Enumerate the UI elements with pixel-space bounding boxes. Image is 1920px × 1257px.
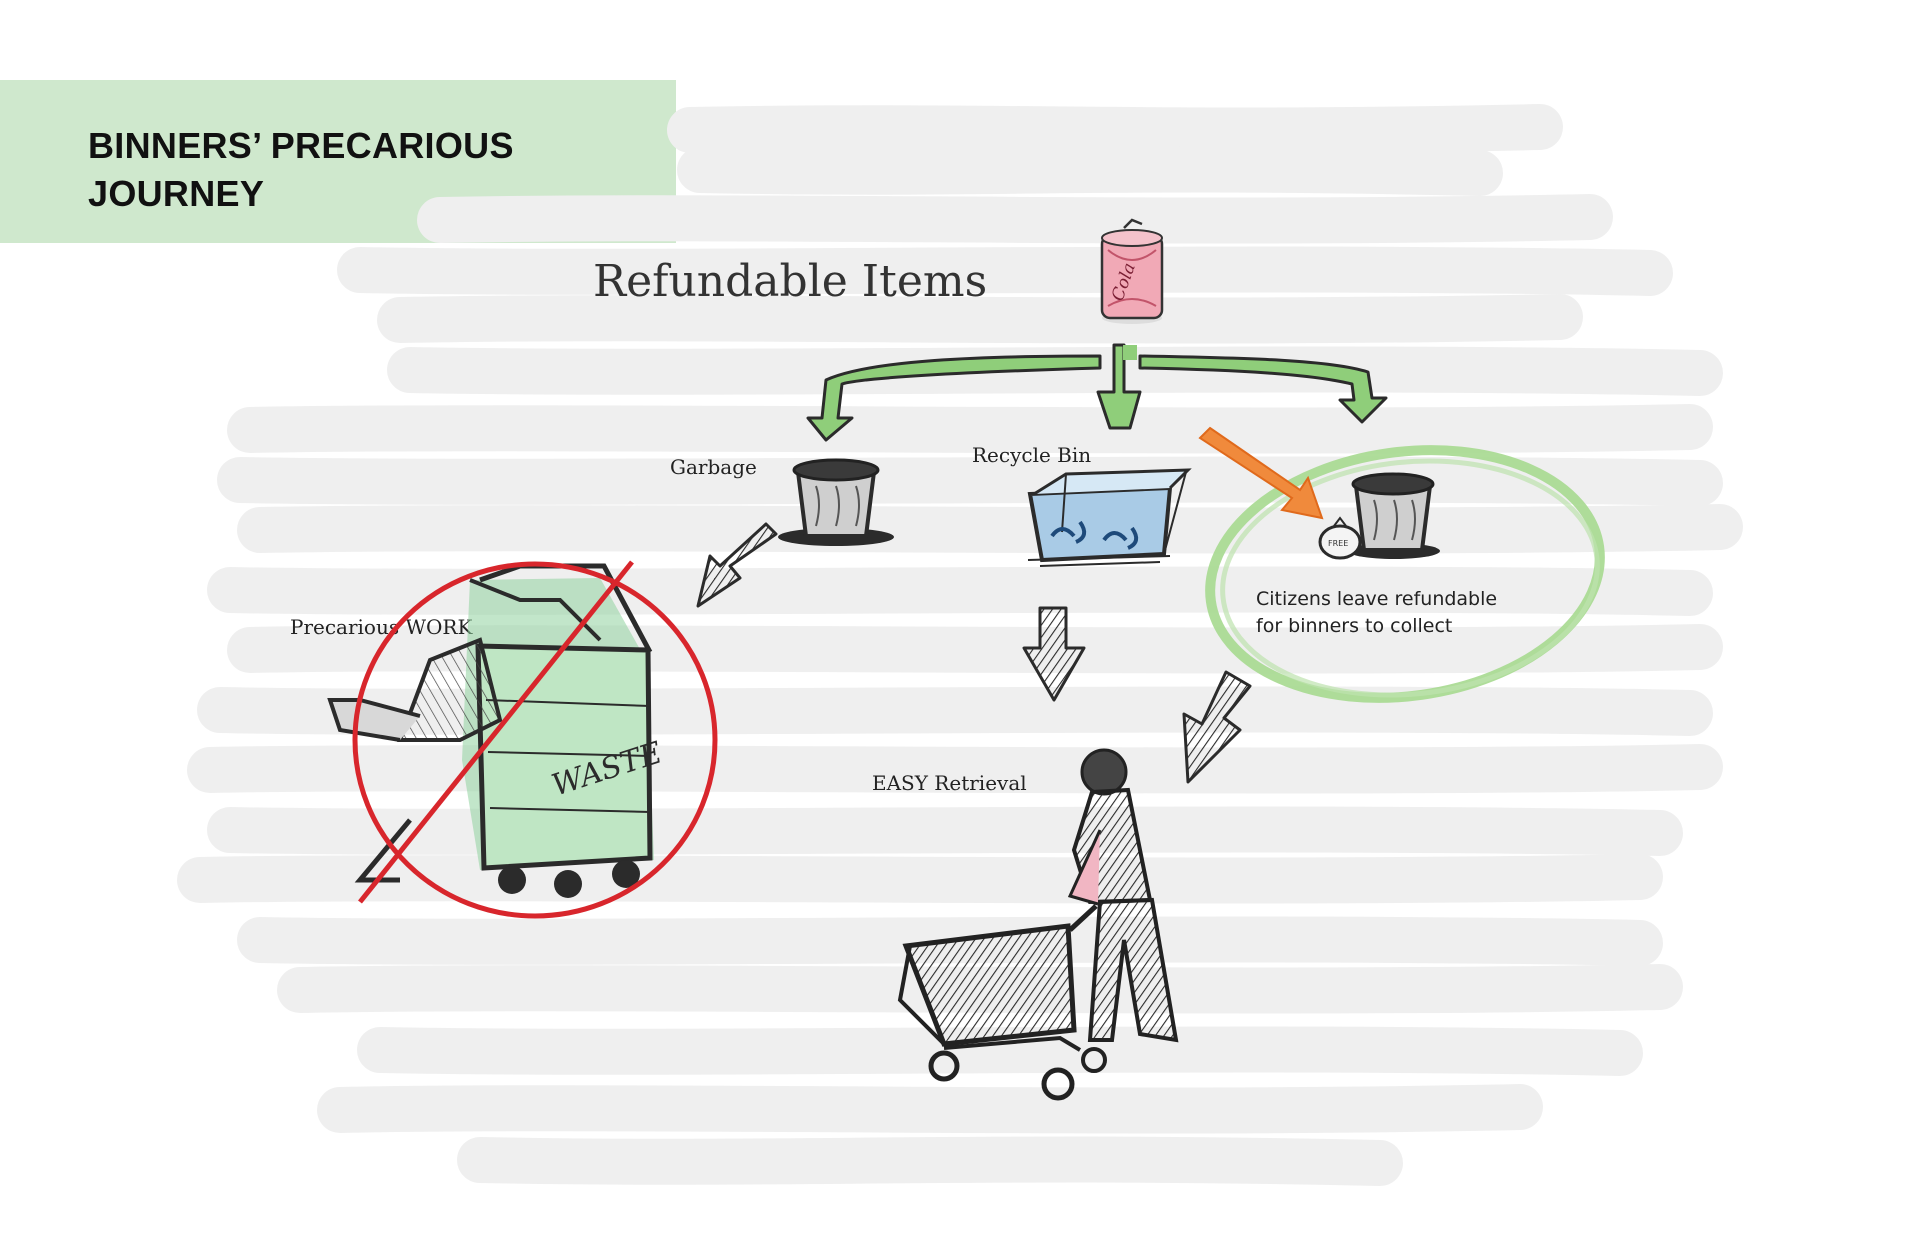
background-stroke — [337, 246, 1673, 296]
orange-pointer-arrow — [1198, 426, 1324, 520]
garbage-can-icon — [778, 458, 894, 546]
background-stroke — [227, 404, 1713, 454]
arrow-recycle-to-easy — [1022, 606, 1086, 702]
background-stroke — [207, 566, 1713, 616]
easy-retrieval-label: EASY Retrieval — [872, 771, 1027, 795]
precarious-work-label: Precarious WORK — [290, 615, 473, 639]
arrow-citizens-to-easy — [1182, 670, 1252, 784]
garbage-label: Garbage — [670, 455, 757, 479]
background-stroke — [377, 294, 1583, 344]
background-stroke — [457, 1136, 1403, 1186]
background-stroke — [237, 504, 1743, 554]
background-stroke — [207, 806, 1683, 856]
background-stroke — [237, 916, 1663, 966]
recycle-bin-icon — [1027, 468, 1192, 567]
background-stroke — [667, 104, 1563, 154]
background-stroke — [357, 1026, 1643, 1076]
background-stroke — [677, 146, 1503, 196]
binner-with-cart-illustration — [897, 748, 1179, 1101]
recycle-bin-label: Recycle Bin — [972, 443, 1091, 467]
citizens-highlight — [1205, 445, 1605, 703]
background-stroke — [317, 1084, 1543, 1134]
background-stroke — [187, 744, 1723, 794]
citizens-label-line1: Citizens leave refundable — [1256, 588, 1497, 610]
cola-can-icon: Cola — [1100, 218, 1164, 324]
background-stroke — [417, 194, 1613, 244]
arrow-garbage-to-precarious — [696, 522, 778, 608]
dumpster-diving-illustration: WASTE — [327, 563, 666, 898]
background-stroke — [217, 456, 1723, 506]
refundable-bag-icon: FREE — [1318, 516, 1362, 560]
citizens-garbage-can-icon — [1348, 472, 1440, 559]
background-stroke — [227, 624, 1723, 674]
background-scribble — [177, 104, 1743, 1186]
sketch-arrows — [696, 522, 1252, 784]
background-stroke — [177, 854, 1663, 904]
flow-arrows — [806, 343, 1388, 442]
prohibition-icon — [352, 560, 718, 919]
free-tag: FREE — [1328, 539, 1348, 548]
source-label: Refundable Items — [593, 256, 987, 307]
page-title: BINNERS’ PRECARIOUS JOURNEY — [88, 125, 514, 214]
citizens-label-line2: for binners to collect — [1256, 615, 1452, 637]
